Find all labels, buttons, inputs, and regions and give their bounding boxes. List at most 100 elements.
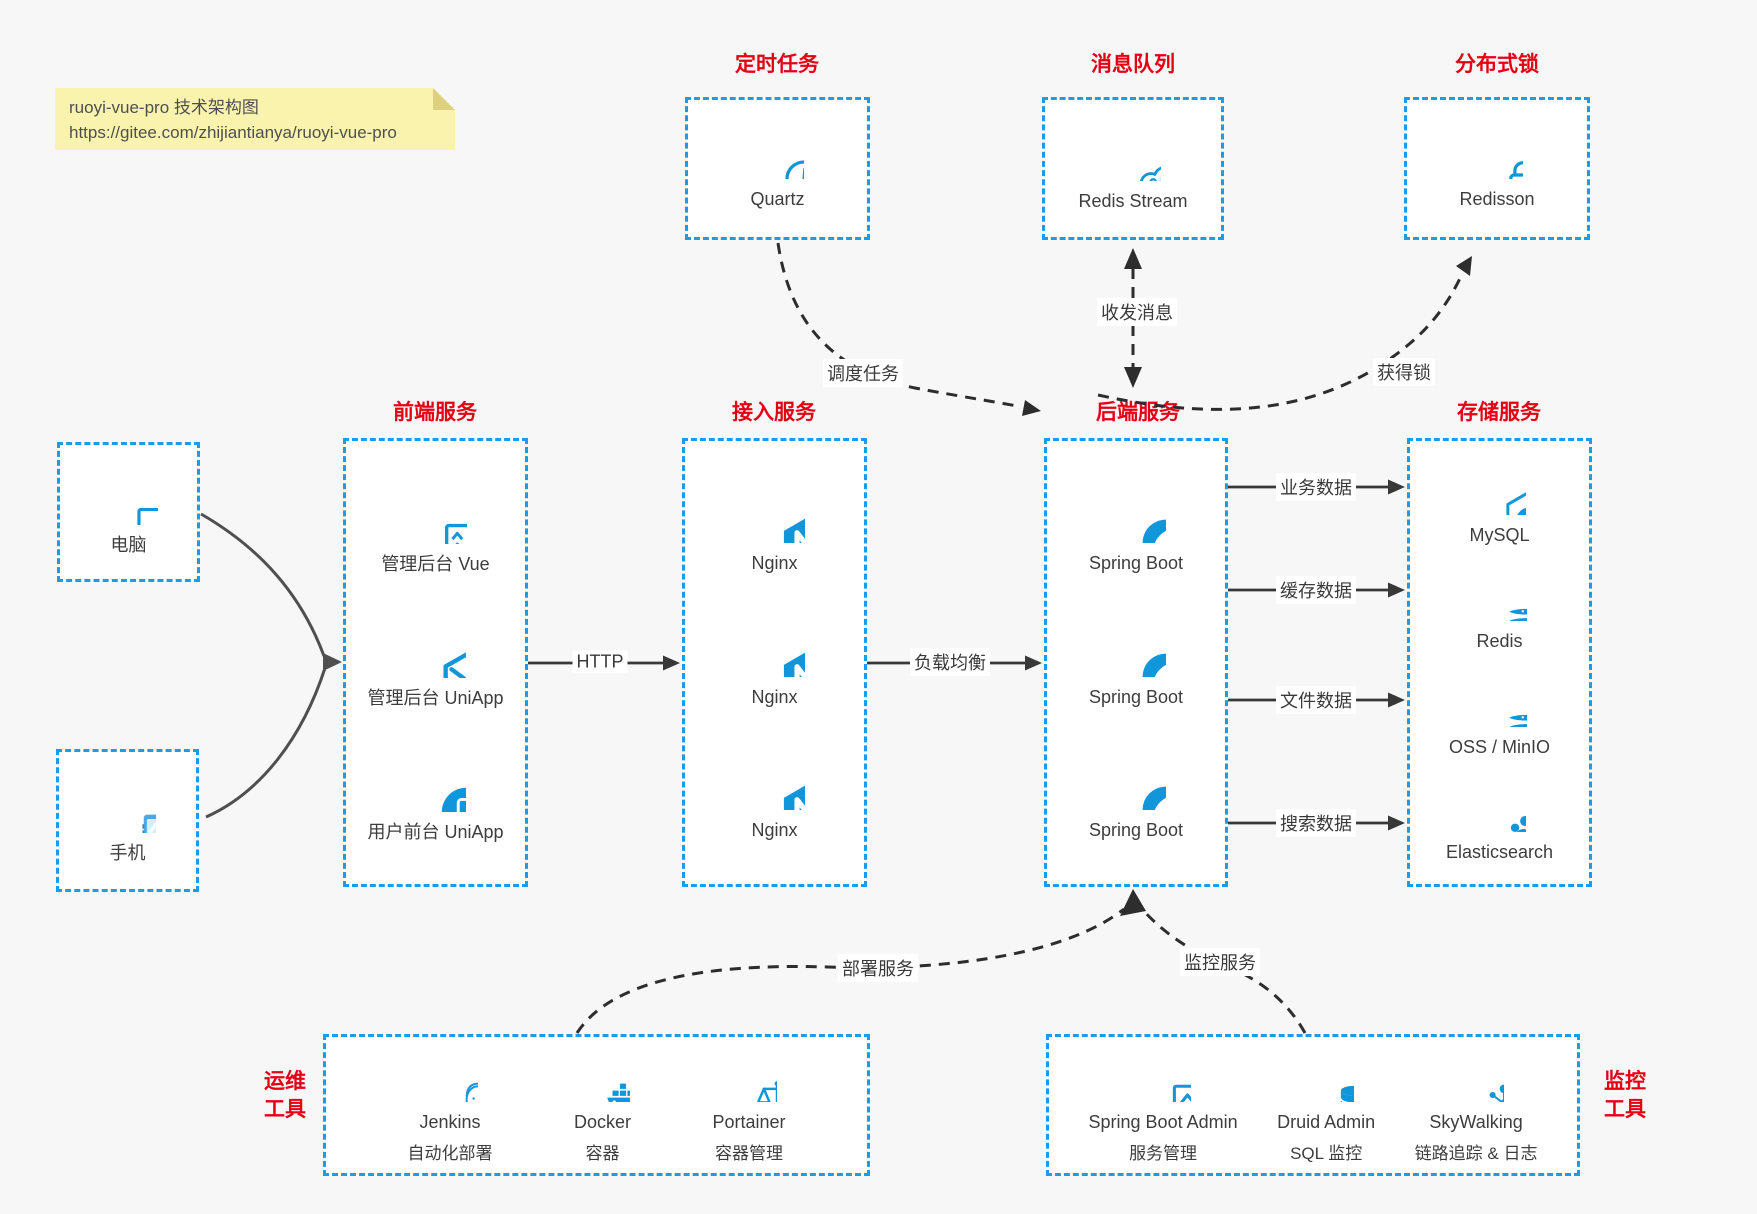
node-label: Nginx — [751, 820, 798, 841]
clock-icon — [752, 127, 804, 179]
redis-stream-group: Redis Stream — [1042, 97, 1224, 240]
lock-icon — [1471, 127, 1523, 179]
edge-acquire-lock — [1097, 273, 1464, 411]
storage-group: MySQL Redis OSS / MinIO Elasticsearch — [1407, 438, 1592, 887]
edge-label-http: HTTP — [572, 650, 628, 674]
node-docker: Docker 容器 — [574, 1046, 631, 1164]
node-redis-stream: Redis Stream — [1078, 125, 1188, 213]
group-title-scheduled-task: 定时任务 — [735, 53, 819, 76]
quartz-group: Quartz — [685, 97, 870, 240]
node-spring-boot-admin: Spring Boot Admin 服务管理 — [1089, 1046, 1238, 1164]
edge-label-deploy: 部署服务 — [838, 954, 918, 982]
node-label: SkyWalking — [1429, 1112, 1523, 1133]
monitor-chart-icon — [1135, 1046, 1191, 1102]
node-skywalking: SkyWalking 链路追踪 & 日志 — [1414, 1046, 1538, 1164]
node-nginx-3: Nginx — [745, 750, 805, 842]
node-sublabel: 链路追踪 & 日志 — [1414, 1143, 1538, 1163]
edge-label-cache-data: 缓存数据 — [1276, 576, 1356, 604]
node-label: Nginx — [751, 553, 798, 574]
elasticsearch-icon — [1472, 778, 1526, 832]
node-label: Druid Admin — [1277, 1112, 1376, 1133]
ops-tools-group: Jenkins 自动化部署 Docker 容器 Portainer 容器管理 — [323, 1034, 870, 1176]
nginx-icon — [745, 483, 805, 543]
node-label: Spring Boot — [1088, 820, 1184, 841]
group-title-distributed-lock: 分布式锁 — [1455, 53, 1539, 76]
node-label: Elasticsearch — [1445, 842, 1554, 863]
admin-vue-icon — [405, 482, 467, 544]
note-title: ruoyi-vue-pro 技术架构图 — [69, 98, 259, 117]
node-label: 手机 — [109, 842, 146, 863]
node-sublabel: SQL 监控 — [1290, 1143, 1363, 1163]
client-phone-box: 手机 — [56, 749, 199, 892]
node-spring-boot-3: Spring Boot — [1089, 750, 1183, 842]
group-title-ops-tools: 运维 工具 — [264, 1070, 306, 1121]
storage-stack-icon — [1473, 673, 1527, 727]
monitor-tools-group: Spring Boot Admin 服务管理 Druid Admin SQL 监… — [1046, 1034, 1580, 1176]
edge-label-business-data: 业务数据 — [1276, 473, 1356, 501]
node-label: Spring Boot — [1088, 553, 1184, 574]
node-admin-uniapp: 管理后台 UniApp — [367, 616, 504, 710]
redis-icon — [1473, 567, 1527, 621]
node-label: Quartz — [750, 188, 805, 209]
node-label: 用户前台 UniApp — [367, 821, 504, 842]
node-spring-boot-1: Spring Boot — [1089, 483, 1183, 575]
jenkins-icon — [422, 1046, 478, 1102]
node-label: Redis — [1476, 630, 1523, 651]
edge-label-message: 收发消息 — [1097, 298, 1177, 326]
spring-boot-icon — [1106, 483, 1166, 543]
note-corner-fold — [433, 88, 455, 110]
edge-label-lock: 获得锁 — [1373, 358, 1435, 386]
node-oss-minio: OSS / MinIO — [1449, 673, 1550, 759]
group-title-storage: 存储服务 — [1457, 401, 1541, 424]
docker-icon — [574, 1046, 630, 1102]
node-sublabel: 服务管理 — [1129, 1143, 1198, 1163]
group-title-monitor-tools: 监控 工具 — [1604, 1070, 1646, 1121]
node-label: Portainer — [712, 1112, 786, 1133]
nginx-icon — [745, 617, 805, 677]
node-label: Redisson — [1459, 188, 1535, 209]
node-label: 电脑 — [110, 535, 147, 556]
node-redisson: Redisson — [1459, 127, 1535, 211]
cube-uniapp-icon — [404, 616, 466, 678]
sticky-note: ruoyi-vue-pro 技术架构图 https://gitee.com/zh… — [55, 88, 455, 150]
spring-boot-icon — [1106, 750, 1166, 810]
node-mysql: MySQL — [1469, 461, 1530, 547]
note-url: https://gitee.com/zhijiantianya/ruoyi-vu… — [69, 123, 397, 142]
node-user-uniapp: 用户前台 UniApp — [367, 750, 504, 844]
edge-label-search-data: 搜索数据 — [1276, 809, 1356, 837]
nginx-icon — [745, 750, 805, 810]
mobile-app-icon — [404, 750, 466, 812]
cloud-stream-icon — [1105, 125, 1161, 181]
node-pc: 电脑 — [100, 467, 158, 557]
node-label: MySQL — [1469, 525, 1530, 546]
desktop-icon — [100, 467, 158, 525]
edge-label-file-data: 文件数据 — [1276, 686, 1356, 714]
portainer-icon — [721, 1046, 777, 1102]
database-icon — [1298, 1046, 1354, 1102]
spring-boot-icon — [1106, 617, 1166, 677]
backend-group: Spring Boot Spring Boot Spring Boot — [1044, 438, 1228, 887]
edge-label-schedule: 调度任务 — [823, 359, 903, 387]
node-nginx-1: Nginx — [745, 483, 805, 575]
node-spring-boot-2: Spring Boot — [1089, 617, 1183, 709]
group-title-frontend: 前端服务 — [393, 401, 477, 424]
node-sublabel: 容器 — [585, 1143, 620, 1163]
frontend-group: 管理后台 Vue 管理后台 UniApp 用户前台 UniApp — [343, 438, 528, 887]
edge-label-load-balance: 负载均衡 — [910, 648, 990, 676]
node-label: Spring Boot Admin — [1088, 1112, 1238, 1133]
skywalking-icon — [1448, 1046, 1504, 1102]
redisson-group: Redisson — [1404, 97, 1590, 240]
node-jenkins: Jenkins 自动化部署 — [407, 1046, 492, 1164]
node-redis: Redis — [1473, 567, 1527, 653]
node-label: OSS / MinIO — [1448, 736, 1551, 757]
gateway-group: Nginx Nginx Nginx — [682, 438, 867, 887]
node-label: Redis Stream — [1078, 190, 1188, 211]
node-label: 管理后台 UniApp — [367, 687, 504, 708]
edge-clients-to-frontend — [200, 512, 327, 819]
edge-label-monitor: 监控服务 — [1180, 948, 1260, 976]
node-sublabel: 自动化部署 — [407, 1143, 493, 1163]
node-label: Spring Boot — [1088, 686, 1184, 707]
node-sublabel: 容器管理 — [714, 1143, 783, 1163]
group-title-message-queue: 消息队列 — [1091, 53, 1175, 76]
